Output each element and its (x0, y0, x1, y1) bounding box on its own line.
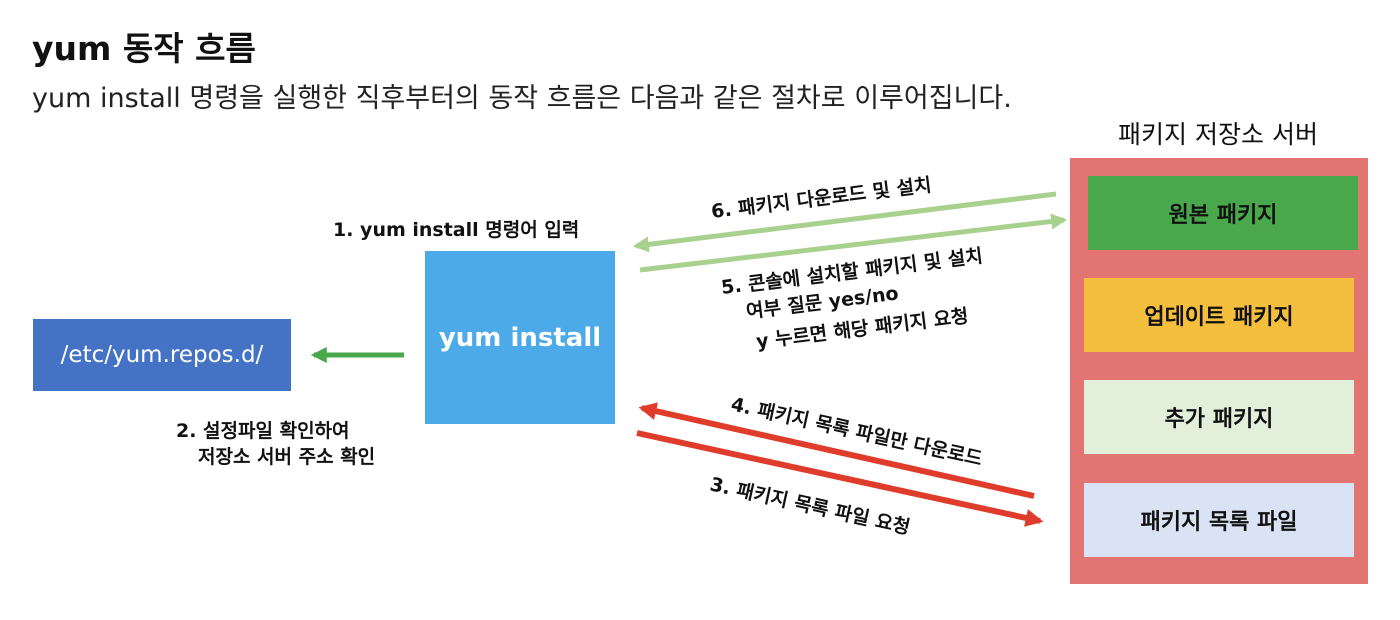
page-title: yum 동작 흐름 (32, 29, 256, 68)
extra-package-box: 추가 패키지 (1084, 380, 1354, 454)
arrow-step4 (638, 402, 1035, 499)
arrow-step5 (639, 213, 1068, 273)
original-package-box: 원본 패키지 (1088, 176, 1358, 250)
page-subtitle: yum install 명령을 실행한 직후부터의 동작 흐름은 다음과 같은 … (32, 83, 1012, 114)
step2-label-line2: 저장소 서버 주소 확인 (198, 446, 376, 468)
step2-label-line1: 2. 설정파일 확인하여 (176, 420, 350, 442)
step3-label: 3. 패키지 목록 파일 요청 (708, 473, 912, 539)
yum-install-box: yum install (425, 251, 615, 424)
update-package-box: 업데이트 패키지 (1084, 278, 1354, 352)
step1-label: 1. yum install 명령어 입력 (333, 219, 580, 241)
arrow-step3 (636, 430, 1044, 527)
repo-config-box: /etc/yum.repos.d/ (33, 319, 291, 391)
arrow-step6 (632, 191, 1057, 253)
server-title: 패키지 저장소 서버 (1118, 120, 1318, 149)
package-list-file-box: 패키지 목록 파일 (1084, 483, 1354, 557)
